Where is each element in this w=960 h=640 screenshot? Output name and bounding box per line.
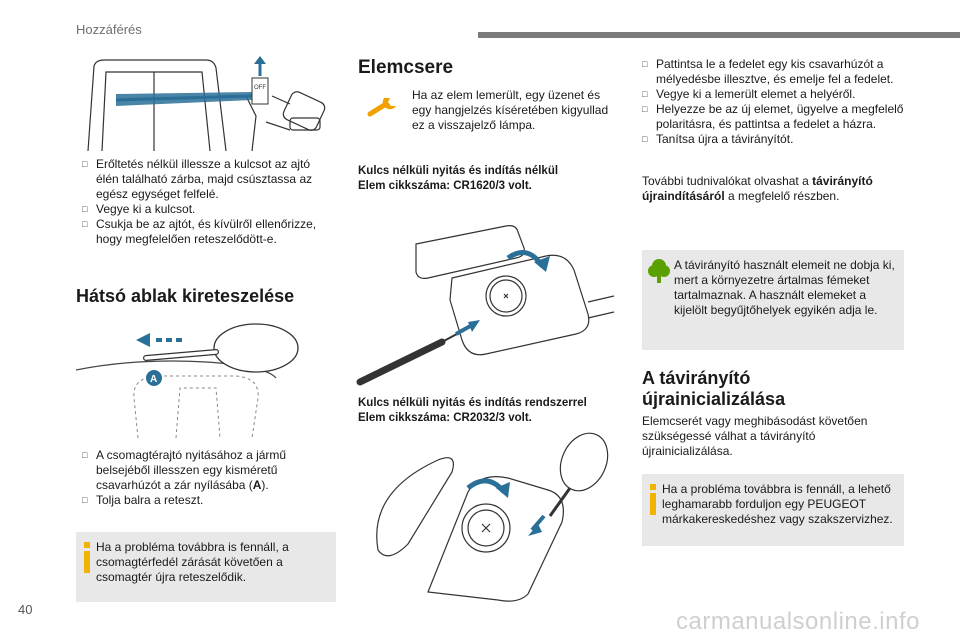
list-item: Tanítsa újra a távirányítót. — [642, 132, 904, 147]
battery-steps-list: Pattintsa le a fedelet egy kis csavarhúz… — [642, 57, 904, 147]
screwdriver-illustration: A — [76, 323, 299, 439]
section-heading-reinit: A távirányító újrainicializálása — [642, 368, 786, 409]
info-icon — [84, 542, 90, 574]
list-item: Helyezze be az új elemet, ügyelve a megf… — [642, 102, 904, 132]
note-text: Ha a probléma továbbra is fennáll, a leh… — [662, 482, 893, 526]
watermark: carmanualsonline.info — [676, 608, 920, 635]
section-heading-rear-window: Hátsó ablak kireteszelése — [76, 286, 295, 306]
key-battery-illustration-2 — [376, 432, 609, 602]
list-item: Tolja balra a reteszt. — [82, 493, 327, 508]
section-title: Hozzáférés — [76, 22, 142, 37]
info-icon — [650, 484, 656, 516]
list-item: Pattintsa le a fedelet egy kis csavarhúz… — [642, 57, 904, 87]
caption-keyless-off: Kulcs nélküli nyitás és indítás nélkül E… — [358, 165, 559, 192]
van-door-illustration: OFF — [87, 56, 326, 152]
reinit-body: Elemcserét vagy meghibásodást követően s… — [642, 414, 868, 458]
list-item: Vegye ki a kulcsot. — [82, 202, 327, 217]
off-label: OFF — [254, 85, 266, 91]
list-item: Erőltetés nélkül illessze a kulcsot az a… — [82, 157, 327, 202]
note-text: Ha a probléma továbbra is fennáll, a cso… — [96, 540, 289, 584]
list-item: A csomagtérajtó nyitásához a jármű belse… — [82, 448, 327, 493]
info-note-rear: Ha a probléma továbbra is fennáll, a cso… — [76, 532, 336, 602]
eco-note-text: A távirányító használt elemeit ne dobja … — [674, 258, 895, 317]
rear-window-steps-list: A csomagtérajtó nyitásához a jármű belse… — [82, 448, 327, 508]
door-steps-list: Erőltetés nélkül illessze a kulcsot az a… — [82, 157, 327, 247]
list-item: Csukja be az ajtót, és kívülről ellenőri… — [82, 217, 327, 247]
see-also-text: További tudnivalókat olvashat a távirány… — [642, 174, 873, 203]
key-battery-illustration-1 — [356, 225, 615, 386]
callout-a-label: A — [150, 374, 157, 385]
section-heading-battery: Elemcsere — [358, 57, 454, 78]
page-number: 40 — [18, 602, 33, 617]
wrench-warning-icon — [367, 98, 396, 117]
warning-text: Ha az elem lemerült, egy üzenet és egy h… — [412, 88, 609, 132]
eco-note: A távirányító használt elemeit ne dobja … — [642, 250, 904, 350]
header-bar — [478, 32, 960, 38]
info-note-reinit: Ha a probléma továbbra is fennáll, a leh… — [642, 474, 904, 546]
list-item: Vegye ki a lemerült elemet a helyéről. — [642, 87, 904, 102]
tree-icon — [648, 259, 670, 283]
caption-keyless-on: Kulcs nélküli nyitás és indítás rendszer… — [358, 397, 587, 424]
